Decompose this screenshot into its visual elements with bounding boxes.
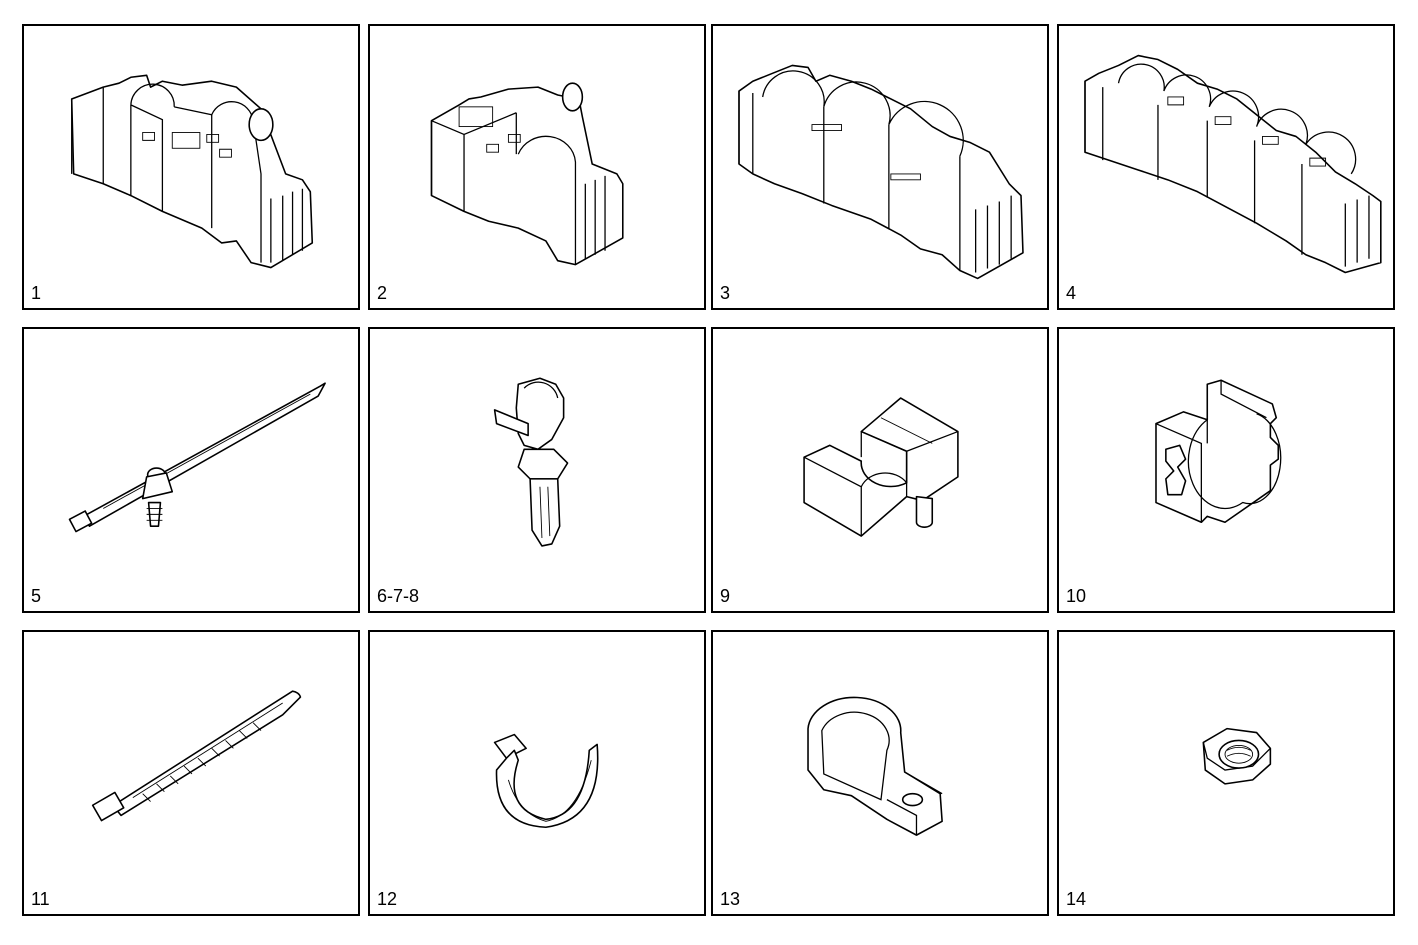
panel-4: 4 bbox=[1057, 24, 1395, 310]
panel-1: 1 bbox=[22, 24, 360, 310]
panel-label: 12 bbox=[377, 889, 398, 909]
quad-pipe-clip-illustration bbox=[1084, 54, 1382, 274]
pipe-clip-with-fir-tree-pin-illustration bbox=[493, 377, 569, 547]
closed-cable-tie-illustration bbox=[493, 733, 599, 829]
open-pipe-clip-illustration bbox=[1155, 379, 1282, 524]
panel-2: 2 bbox=[368, 24, 706, 310]
panel-label: 2 bbox=[377, 283, 388, 303]
panel-label: 5 bbox=[31, 586, 42, 606]
panel-label: 9 bbox=[720, 586, 731, 606]
hex-nut-illustration bbox=[1202, 727, 1272, 785]
panel-label: 3 bbox=[720, 283, 731, 303]
panel-label: 13 bbox=[720, 889, 741, 909]
panel-12: 12 bbox=[368, 630, 706, 916]
panel-label: 6-7-8 bbox=[377, 586, 420, 606]
panel-5: 5 bbox=[22, 327, 360, 613]
cable-tie-illustration bbox=[91, 690, 302, 822]
pipe-clip-with-pin-illustration bbox=[430, 82, 624, 266]
panel-11: 11 bbox=[22, 630, 360, 916]
panel-14: 14 bbox=[1057, 630, 1395, 916]
double-pipe-clip-illustration bbox=[70, 74, 314, 269]
triple-pipe-clip-illustration bbox=[738, 64, 1024, 280]
p-clip-illustration bbox=[807, 696, 943, 836]
panel-label: 11 bbox=[31, 889, 50, 909]
panel-10: 10 bbox=[1057, 327, 1395, 613]
panel-13: 13 bbox=[711, 630, 1049, 916]
panel-label: 4 bbox=[1066, 283, 1077, 303]
panel-6-7-8: 6-7-8 bbox=[368, 327, 706, 613]
cable-tie-with-push-mount-illustration bbox=[68, 382, 326, 533]
panel-9: 9 bbox=[711, 327, 1049, 613]
panel-label: 1 bbox=[31, 283, 42, 303]
panel-label: 14 bbox=[1066, 889, 1087, 909]
panel-label: 10 bbox=[1066, 586, 1087, 606]
single-pipe-block-illustration bbox=[803, 397, 959, 537]
panel-3: 3 bbox=[711, 24, 1049, 310]
